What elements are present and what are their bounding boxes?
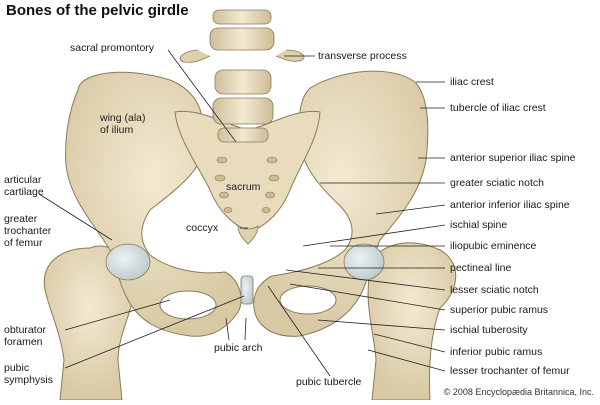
copyright-credit: © 2008 Encyclopædia Britannica, Inc. (443, 387, 594, 397)
label-greater-trochanter-of-femur: greater trochanter of femur (4, 213, 52, 249)
label-superior-pubic-ramus: superior pubic ramus (450, 304, 549, 316)
label-iliopubic-eminence: iliopubic eminence (450, 240, 537, 252)
right-femur (367, 242, 457, 401)
leader-lines (38, 49, 446, 377)
label-sacral-promontory: sacral promontory (70, 42, 155, 54)
coccyx-bone (237, 225, 259, 245)
left-articular-cartilage (105, 243, 151, 281)
label-greater-sciatic-notch: greater sciatic notch (450, 177, 544, 189)
label-wing-of-ilium: wing (ala) of ilium (100, 112, 146, 136)
label-inferior-pubic-ramus: inferior pubic ramus (450, 346, 543, 358)
right-articular-cartilage (343, 243, 385, 281)
label-tubercle-of-iliac-crest: tubercle of iliac crest (450, 102, 546, 114)
label-sacrum: sacrum (226, 181, 261, 193)
label-coccyx: coccyx (186, 222, 219, 234)
diagram-title: Bones of the pelvic girdle (6, 2, 189, 19)
label-transverse-process: transverse process (318, 50, 407, 62)
label-ischial-tuberosity: ischial tuberosity (450, 324, 528, 336)
sacrum-bone (174, 110, 321, 233)
label-lesser-sciatic-notch: lesser sciatic notch (450, 284, 539, 296)
pubic-symphysis-cartilage (240, 275, 254, 305)
lumbar-vertebrae (179, 9, 305, 143)
label-lesser-trochanter-of-femur: lesser trochanter of femur (450, 365, 570, 377)
label-articular-cartilage: articular cartilage (4, 174, 44, 198)
label-ischial-spine: ischial spine (450, 219, 508, 231)
label-pubic-symphysis: pubic symphysis (4, 362, 54, 386)
label-anterior-inferior-iliac-spine: anterior inferior iliac spine (450, 199, 570, 211)
right-hip-bone (253, 70, 429, 337)
label-obturator-foramen: obturator foramen (4, 324, 47, 348)
label-pectineal-line: pectineal line (450, 262, 512, 274)
label-pubic-tubercle: pubic tubercle (296, 376, 362, 388)
label-iliac-crest: iliac crest (450, 76, 494, 88)
label-anterior-superior-iliac-spine: anterior superior iliac spine (450, 152, 576, 164)
label-pubic-arch: pubic arch (214, 342, 263, 354)
